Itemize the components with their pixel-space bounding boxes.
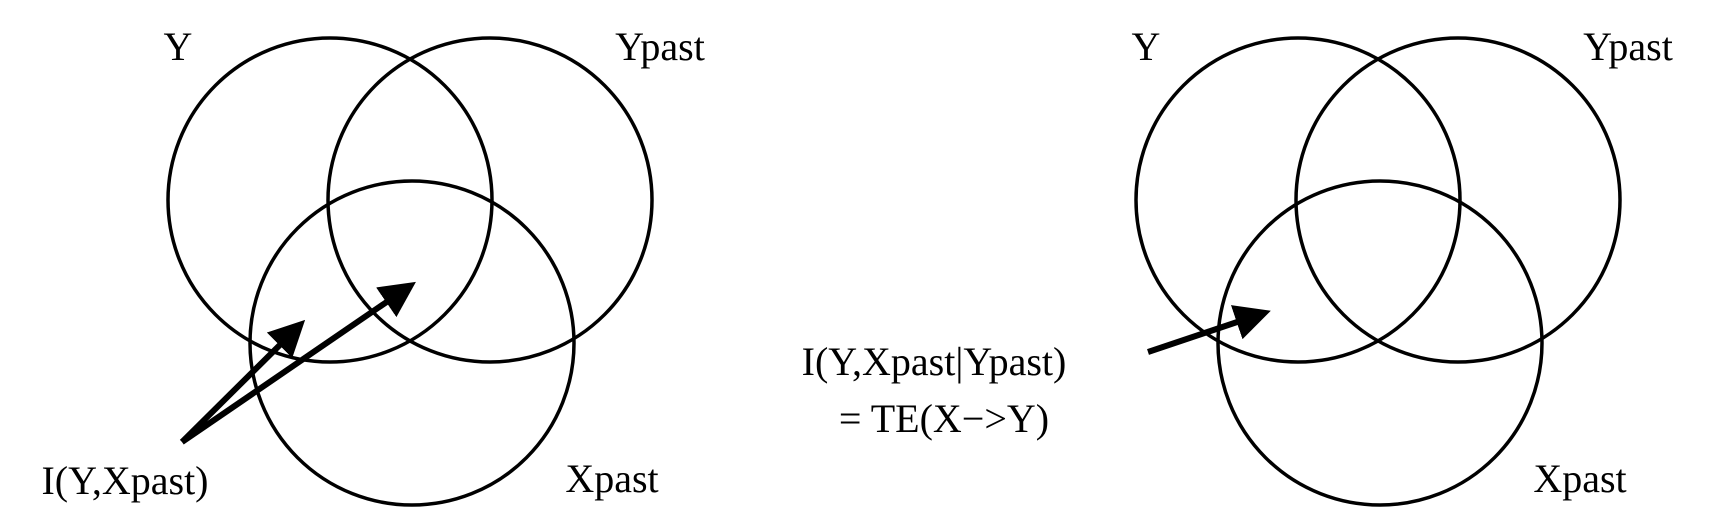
right-circle-y	[1134, 36, 1462, 364]
left-circle-y	[166, 36, 494, 364]
right-circle-xpast	[1216, 179, 1544, 507]
right-label-xpast: Xpast	[1533, 456, 1626, 501]
left-circle-ypast	[326, 36, 654, 364]
right-arrow-to-te-region	[1147, 305, 1271, 355]
left-circle-xpast	[248, 179, 576, 507]
left-label-y: Y	[164, 24, 193, 69]
right-circle-ypast	[1294, 36, 1622, 364]
right-annotation-line2: = TE(X−>Y)	[839, 396, 1049, 441]
left-arrow-to-y-xpast-region	[179, 319, 306, 445]
left-annotation: I(Y,Xpast)	[41, 458, 208, 503]
right-label-y: Y	[1132, 24, 1161, 69]
right-label-ypast: Ypast	[1583, 24, 1673, 69]
right-venn-diagram: Y Ypast Xpast I(Y,Xpast|Ypast) = TE(X−>Y…	[802, 24, 1673, 507]
right-annotation-line1: I(Y,Xpast|Ypast)	[802, 339, 1067, 384]
left-label-xpast: Xpast	[565, 456, 658, 501]
left-label-ypast: Ypast	[615, 24, 705, 69]
left-venn-diagram: Y Ypast Xpast I(Y,Xpast)	[41, 24, 705, 507]
left-arrow-to-center-region	[180, 281, 416, 445]
